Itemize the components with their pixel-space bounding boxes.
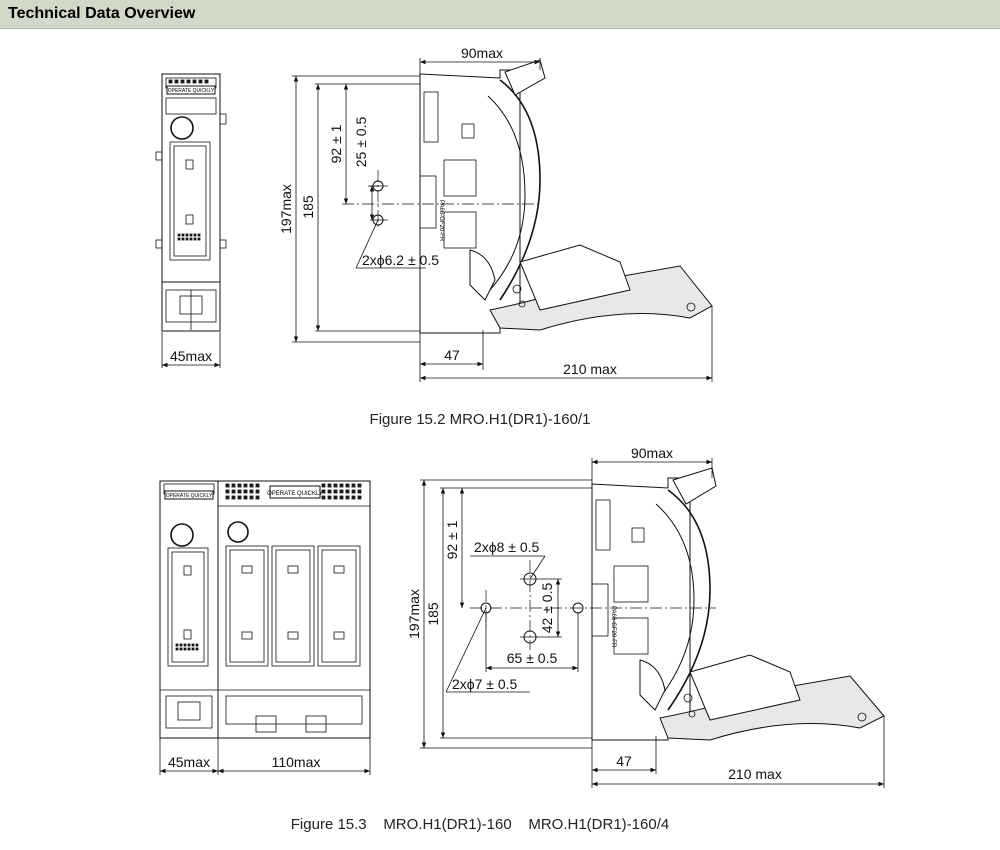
fig2-dim-width-multi-label: 110max [272, 754, 321, 770]
fig1-dim-depths: 90max 47 210 max [419, 45, 713, 382]
fig1-dim-open-label: 210 max [563, 361, 617, 377]
fig1-dim-spacing-label: 25 ± 0.5 [353, 117, 369, 168]
fig1-front-view: OPERATE QUICKLY [155, 73, 227, 332]
fig1-side-label: PA66-GF20-FR [438, 200, 444, 242]
fig2-side-label: PA66-GF20-FR [610, 606, 616, 648]
fig2-hole-dia-large-label: 2xϕ8 ± 0.5 [474, 539, 540, 555]
fig2-dim-vert-label: 42 ± 0.5 [539, 583, 555, 634]
fig2-dim-widths: 45max 110max [159, 738, 371, 775]
page-header: Technical Data Overview [0, 0, 1000, 29]
fig2-dim-base-label: 47 [616, 753, 632, 769]
fig1-dim-heights: 197max 185 92 ± 1 25 ± 0.5 [278, 75, 420, 343]
fig1-hole-dia-label: 2xϕ6.2 ± 0.5 [362, 252, 439, 268]
fig1-holes: 2xϕ6.2 ± 0.5 [342, 170, 540, 269]
fig2-dim-total-label: 197max [406, 589, 422, 639]
fig2-front-label-single: OPERATE QUICKLY [166, 493, 213, 499]
fig1-side-view: PA66-GF20-FR [419, 59, 713, 334]
fig2-dim-depths: 65 ± 0.5 90max 47 210 max [485, 445, 885, 788]
figure-15-3: OPERATE QUICKLY [159, 445, 885, 833]
fig1-dim-base-label: 47 [444, 347, 460, 363]
fig2-front-label-multi: OPERATE QUICKLY [267, 491, 323, 497]
fig1-dim-body-label: 185 [300, 195, 316, 219]
fig1-dim-offset-label: 92 ± 1 [328, 124, 344, 163]
fig2-front-multi: OPERATE QUICKLY [217, 480, 371, 739]
fig2-front-single: OPERATE QUICKLY [159, 480, 219, 739]
fig1-caption: Figure 15.2 MRO.H1(DR1)-160/1 [370, 411, 591, 428]
fig2-dim-horiz-label: 65 ± 0.5 [507, 650, 558, 666]
fig1-dim-width-label: 45max [170, 348, 212, 364]
fig2-dim-heights: 197max 185 92 ± 1 42 ± 0.5 [406, 479, 592, 749]
figure-15-2: OPERATE QUICKLY 45max [155, 45, 713, 428]
fig1-front-label: OPERATE QUICKLY [168, 88, 215, 94]
fig2-caption: Figure 15.3 MRO.H1(DR1)-160 MRO.H1(DR1)-… [291, 816, 669, 833]
fig2-dim-depth-label: 90max [631, 445, 673, 461]
page-title: Technical Data Overview [8, 5, 196, 22]
fig2-hole-dia-small-label: 2xϕ7 ± 0.5 [452, 676, 518, 692]
fig2-dim-offset-label: 92 ± 1 [444, 520, 460, 559]
fig2-dim-body-label: 185 [425, 602, 441, 626]
fig2-dim-open-label: 210 max [728, 766, 782, 782]
fig1-dim-depth-label: 90max [461, 45, 503, 61]
fig1-dim-width: 45max [161, 332, 221, 368]
fig2-side-view: PA66-GF20-FR [591, 467, 885, 741]
fig2-dim-width-single-label: 45max [168, 754, 210, 770]
fig2-holes: 2xϕ8 ± 0.5 2xϕ7 ± 0.5 [445, 539, 716, 693]
fig1-dim-total-label: 197max [278, 184, 294, 234]
